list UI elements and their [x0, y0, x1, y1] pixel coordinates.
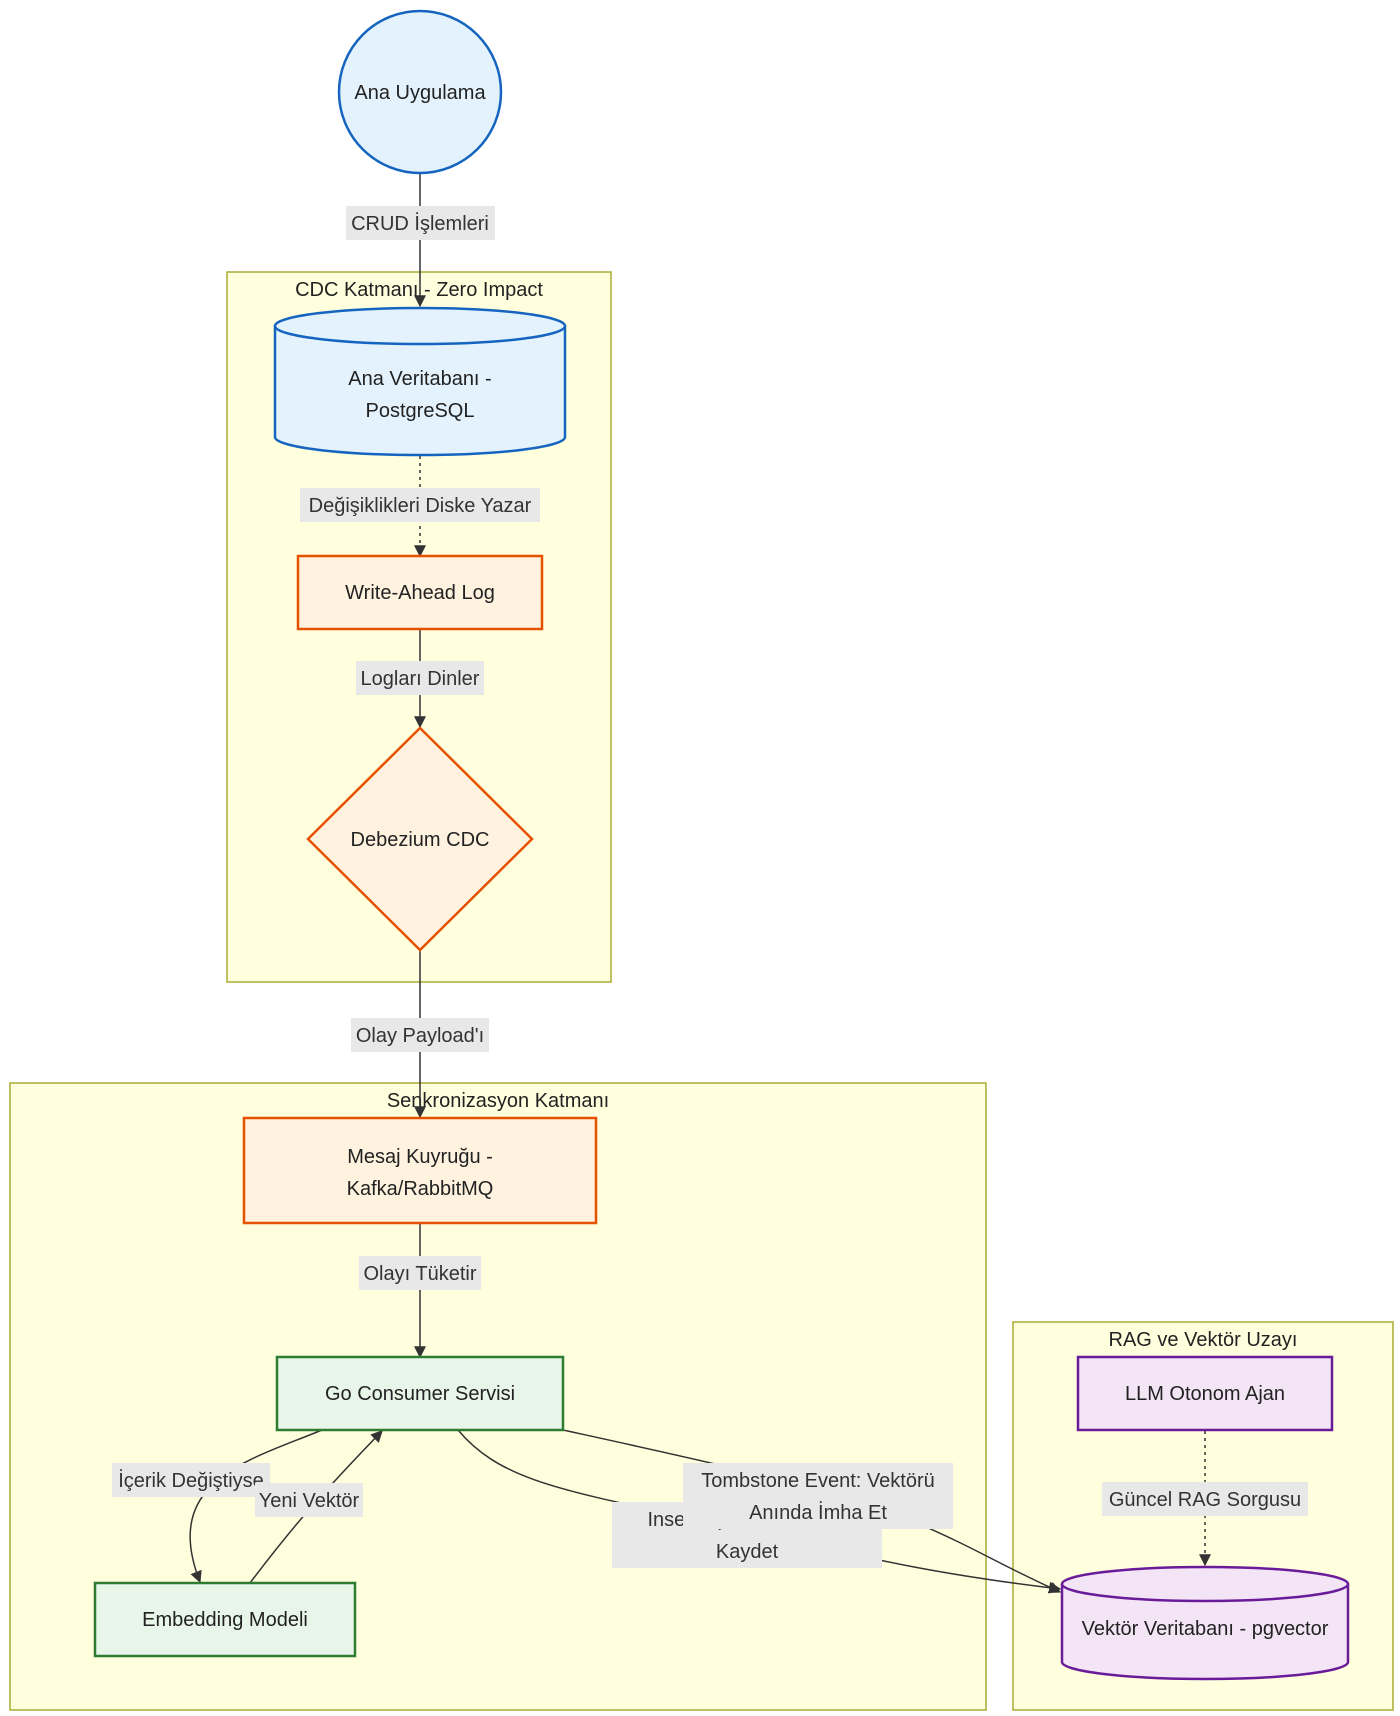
edge-label-insert-update-line2: Kaydet — [716, 1541, 779, 1563]
node-debezium-label: Debezium CDC — [351, 829, 490, 851]
edge-label-rag-query-text: Güncel RAG Sorgusu — [1109, 1489, 1301, 1511]
edge-label-rag-query: Güncel RAG Sorgusu — [1102, 1482, 1308, 1516]
edge-label-consume-text: Olayı Tüketir — [364, 1263, 477, 1285]
edge-label-listen-text: Logları Dinler — [361, 668, 480, 690]
node-app: Ana Uygulama — [337, 9, 503, 175]
node-queue-label-line2: Kafka/RabbitMQ — [347, 1178, 494, 1200]
edge-label-write-disk-text: Değişiklikleri Diske Yazar — [309, 495, 532, 517]
edge-label-content-changed-text: İçerik Değiştiyse — [118, 1469, 264, 1492]
cluster-sync-title: Senkronizasyon Katmanı — [387, 1090, 609, 1112]
node-llm-label: LLM Otonom Ajan — [1125, 1383, 1285, 1405]
node-db-label-line2: PostgreSQL — [366, 400, 475, 422]
node-db: Ana Veritabanı - PostgreSQL — [273, 306, 567, 457]
edge-label-content-changed: İçerik Değiştiyse — [112, 1463, 270, 1497]
edge-label-crud-text: CRUD İşlemleri — [351, 212, 489, 235]
edge-label-new-vector: Yeni Vektör — [255, 1483, 363, 1517]
cluster-cdc-title: CDC Katmanı - Zero Impact — [295, 279, 543, 301]
edge-label-new-vector-text: Yeni Vektör — [259, 1490, 360, 1512]
node-queue-label-line1: Mesaj Kuyruğu - — [347, 1146, 493, 1168]
node-embedding: Embedding Modeli — [93, 1581, 357, 1658]
node-debezium: Debezium CDC — [306, 726, 534, 952]
node-vectordb: Vektör Veritabanı - pgvector — [1060, 1565, 1350, 1681]
node-consumer: Go Consumer Servisi — [275, 1355, 565, 1432]
edge-label-payload-text: Olay Payload'ı — [356, 1025, 484, 1047]
node-wal-label: Write-Ahead Log — [345, 582, 495, 604]
edge-label-listen: Logları Dinler — [356, 661, 484, 695]
node-db-label-line1: Ana Veritabanı - — [348, 368, 491, 390]
node-consumer-label: Go Consumer Servisi — [325, 1383, 515, 1405]
node-llm: LLM Otonom Ajan — [1076, 1355, 1334, 1432]
edge-label-payload: Olay Payload'ı — [351, 1018, 489, 1052]
node-embedding-label: Embedding Modeli — [142, 1609, 308, 1631]
node-wal: Write-Ahead Log — [296, 554, 544, 631]
edge-label-consume: Olayı Tüketir — [359, 1256, 481, 1290]
node-app-label: Ana Uygulama — [354, 82, 486, 104]
edge-label-crud: CRUD İşlemleri — [346, 206, 495, 240]
edge-label-tombstone-line2: Anında İmha Et — [749, 1501, 887, 1524]
edge-label-tombstone: Tombstone Event: Vektörü Anında İmha Et — [683, 1463, 953, 1529]
cluster-rag-title: RAG ve Vektör Uzayı — [1109, 1329, 1298, 1351]
node-vectordb-label: Vektör Veritabanı - pgvector — [1082, 1618, 1329, 1640]
node-queue: Mesaj Kuyruğu - Kafka/RabbitMQ — [242, 1116, 598, 1225]
edge-label-write-disk: Değişiklikleri Diske Yazar — [300, 488, 540, 522]
edge-label-tombstone-line1: Tombstone Event: Vektörü — [701, 1470, 934, 1492]
